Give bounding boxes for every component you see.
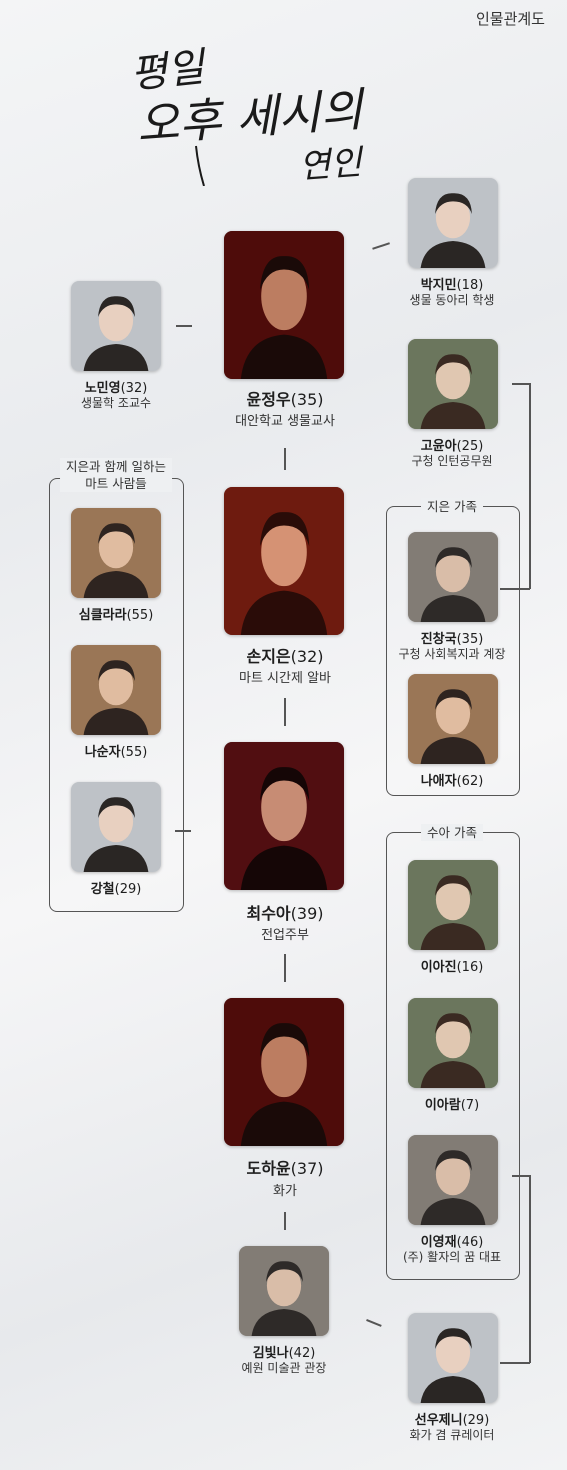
character-name: 노민영(32) <box>84 381 148 396</box>
connector-line <box>284 698 286 726</box>
character-photo <box>71 281 161 371</box>
connector-line <box>176 325 192 327</box>
character-name: 도하윤(37) <box>246 1159 324 1178</box>
character-role: 마트 시간제 알바 <box>239 671 331 686</box>
character-photo <box>71 782 161 872</box>
connector-line <box>372 242 390 250</box>
character-name: 손지은(32) <box>246 647 324 666</box>
jieun-family-title: 지은 가족 <box>421 498 483 515</box>
character-name: 나애자(62) <box>420 774 484 789</box>
character-name: 강철(29) <box>90 882 142 897</box>
character-role: 전업주부 <box>261 928 309 943</box>
sua-family-title: 수아 가족 <box>421 824 483 841</box>
character-photo <box>408 532 498 622</box>
character-role: 생물학 조교수 <box>80 396 152 410</box>
character-name: 최수아(39) <box>246 904 324 923</box>
character-name: 이아진(16) <box>420 960 484 975</box>
character-photo <box>408 178 498 268</box>
connector-line <box>500 1362 530 1364</box>
character-photo <box>224 742 344 890</box>
mart-group-title: 지은과 함께 일하는 마트 사람들 <box>60 458 172 492</box>
connector-line <box>284 448 286 470</box>
connector-line <box>366 1319 382 1327</box>
character-role: 구청 인턴공무원 <box>411 454 493 468</box>
character-photo <box>224 487 344 635</box>
character-role: 대안학교 생물교사 <box>235 414 335 429</box>
character-role: 예원 미술관 관장 <box>241 1361 327 1375</box>
character-photo <box>71 508 161 598</box>
character-name: 나순자(55) <box>84 745 148 760</box>
mart-group-title-line1: 지은과 함께 일하는 <box>66 459 166 474</box>
connector-line <box>529 383 531 589</box>
connector-line <box>284 954 286 982</box>
title-line3: 연인 <box>298 143 366 186</box>
character-name: 심클라라(55) <box>78 608 154 623</box>
character-name: 진창국(35) <box>420 632 484 647</box>
connector-line <box>512 383 530 385</box>
header-label: 인물관계도 <box>475 10 545 28</box>
character-photo <box>408 1135 498 1225</box>
character-role: (주) 활자의 꿈 대표 <box>402 1250 502 1264</box>
connector-line <box>284 1212 286 1230</box>
character-name: 선우제니(29) <box>414 1413 490 1428</box>
character-photo <box>71 645 161 735</box>
character-photo <box>408 339 498 429</box>
character-photo <box>224 231 344 379</box>
connector-line <box>512 1175 530 1177</box>
character-name: 이영재(46) <box>420 1235 484 1250</box>
title-line1: 평일 <box>128 44 209 98</box>
character-photo <box>239 1246 329 1336</box>
character-role: 화가 <box>273 1184 297 1199</box>
character-role: 생물 동아리 학생 <box>409 293 495 307</box>
character-name: 이아람(7) <box>424 1098 480 1113</box>
character-photo <box>408 860 498 950</box>
character-photo <box>408 674 498 764</box>
character-role: 구청 사회복지과 계장 <box>398 647 506 661</box>
drama-title-logo: 평일 오후 세시의 연인 <box>118 36 398 187</box>
character-role: 화가 겸 큐레이터 <box>409 1428 495 1442</box>
character-photo <box>408 1313 498 1403</box>
character-name: 윤정우(35) <box>246 390 324 409</box>
character-name: 박지민(18) <box>420 278 484 293</box>
character-name: 고윤아(25) <box>420 439 484 454</box>
mart-group-title-line2: 마트 사람들 <box>85 476 147 491</box>
connector-line <box>500 588 530 590</box>
character-photo <box>224 998 344 1146</box>
character-photo <box>408 998 498 1088</box>
character-name: 김빛나(42) <box>252 1346 316 1361</box>
connector-line <box>529 1175 531 1363</box>
